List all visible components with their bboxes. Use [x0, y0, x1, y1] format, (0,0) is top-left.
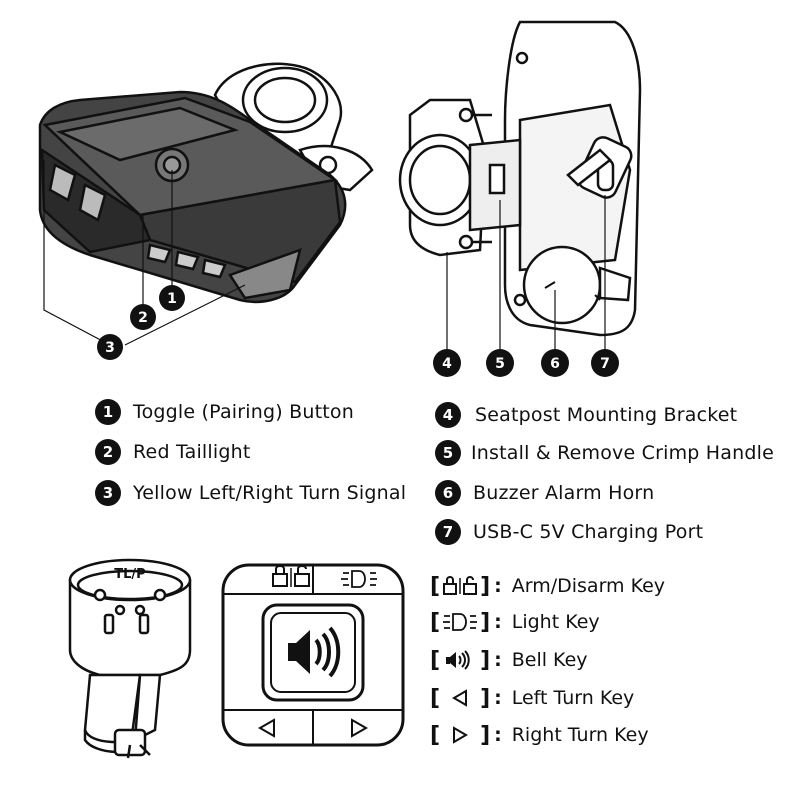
arm-disarm-key[interactable]: [272, 565, 310, 587]
svg-text:6: 6: [550, 356, 560, 372]
legend-number: 6: [435, 480, 461, 506]
bracket-close: ]: [480, 647, 491, 673]
legend-label: Toggle (Pairing) Button: [133, 401, 354, 423]
legend-item-7: 7 USB-C 5V Charging Port: [435, 518, 703, 546]
legend-label: USB-C 5V Charging Port: [473, 521, 704, 543]
svg-text:2: 2: [138, 310, 148, 326]
leader-lines-left: [43, 160, 246, 346]
bell-key[interactable]: [288, 626, 341, 678]
legend-number: 7: [435, 519, 461, 545]
taillight-illustration: 1 2 3 4 5 6 7: [38, 20, 642, 377]
legend-label: Install & Remove Crimp Handle: [471, 442, 774, 464]
colon: :: [494, 611, 502, 633]
bracket-close: ]: [480, 722, 491, 748]
bracket-close: ]: [480, 573, 491, 599]
legend-item-1: 1 Toggle (Pairing) Button: [95, 398, 354, 426]
bracket-open: [: [430, 722, 441, 748]
handlebar-clamp: [209, 62, 374, 192]
key-label: Light Key: [511, 611, 600, 633]
key-legend-light: [ ] : Light Key: [430, 607, 600, 637]
svg-text:4: 4: [442, 356, 452, 372]
mount-logo: TL/P: [114, 567, 145, 582]
remote-control: [221, 563, 405, 747]
legend-label: Red Taillight: [133, 441, 251, 463]
right-triangle-icon: [440, 725, 480, 745]
callout-marker-3: 3: [97, 334, 123, 360]
taillight-body: [38, 90, 347, 304]
key-label: Arm/Disarm Key: [511, 575, 666, 597]
light-key[interactable]: [341, 570, 377, 588]
key-legend-arm: [ ] : Arm/Disarm Key: [430, 571, 665, 601]
callout-marker-2: 2: [130, 304, 156, 330]
key-label: Left Turn Key: [511, 687, 635, 709]
legend-number: 2: [95, 439, 121, 465]
callout-marker-4: 4: [433, 349, 461, 377]
bracket-open: [: [430, 647, 441, 673]
left-turn-key[interactable]: [257, 718, 275, 738]
lock-unlock-icon: [440, 576, 480, 596]
callout-marker-1: 1: [159, 285, 185, 311]
legend-label: Yellow Left/Right Turn Signal: [133, 482, 407, 504]
legend-item-6: 6 Buzzer Alarm Horn: [435, 479, 654, 507]
left-triangle-icon: [440, 688, 480, 708]
mount-illustration: [398, 20, 642, 337]
bracket-open: [: [430, 685, 441, 711]
light-icon: [440, 612, 480, 632]
leader-lines-right: [446, 195, 606, 352]
key-label: Bell Key: [511, 649, 588, 671]
svg-text:7: 7: [600, 356, 610, 372]
speaker-icon: [440, 650, 480, 670]
callout-markers: 1 2 3 4 5 6 7: [97, 285, 619, 377]
bracket-open: [: [430, 609, 441, 635]
legend-item-2: 2 Red Taillight: [95, 438, 251, 466]
key-legend-right: [ ] : Right Turn Key: [430, 720, 649, 750]
remote-mount-illustration: TL/P: [68, 558, 192, 759]
key-legend-left: [ ] : Left Turn Key: [430, 683, 634, 713]
legend-item-3: 3 Yellow Left/Right Turn Signal: [95, 479, 406, 507]
legend-label: Buzzer Alarm Horn: [473, 482, 655, 504]
key-label: Right Turn Key: [511, 724, 649, 746]
svg-text:5: 5: [495, 356, 505, 372]
right-turn-key[interactable]: [351, 718, 369, 738]
svg-text:1: 1: [167, 291, 177, 307]
colon: :: [494, 649, 502, 671]
legend-number: 4: [435, 402, 461, 428]
callout-marker-5: 5: [486, 349, 514, 377]
legend-item-4: 4 Seatpost Mounting Bracket: [435, 401, 737, 429]
callout-marker-6: 6: [541, 349, 569, 377]
legend-number: 5: [435, 440, 461, 466]
bracket-close: ]: [480, 609, 491, 635]
callout-marker-7: 7: [591, 349, 619, 377]
legend-item-5: 5 Install & Remove Crimp Handle: [435, 439, 774, 467]
bracket-close: ]: [480, 685, 491, 711]
colon: :: [494, 724, 502, 746]
svg-text:3: 3: [105, 340, 115, 356]
legend-number: 3: [95, 480, 121, 506]
colon: :: [494, 575, 502, 597]
bracket-open: [: [430, 573, 441, 599]
colon: :: [494, 687, 502, 709]
legend-number: 1: [95, 399, 121, 425]
legend-label: Seatpost Mounting Bracket: [475, 404, 738, 426]
key-legend-bell: [ ] : Bell Key: [430, 645, 588, 675]
